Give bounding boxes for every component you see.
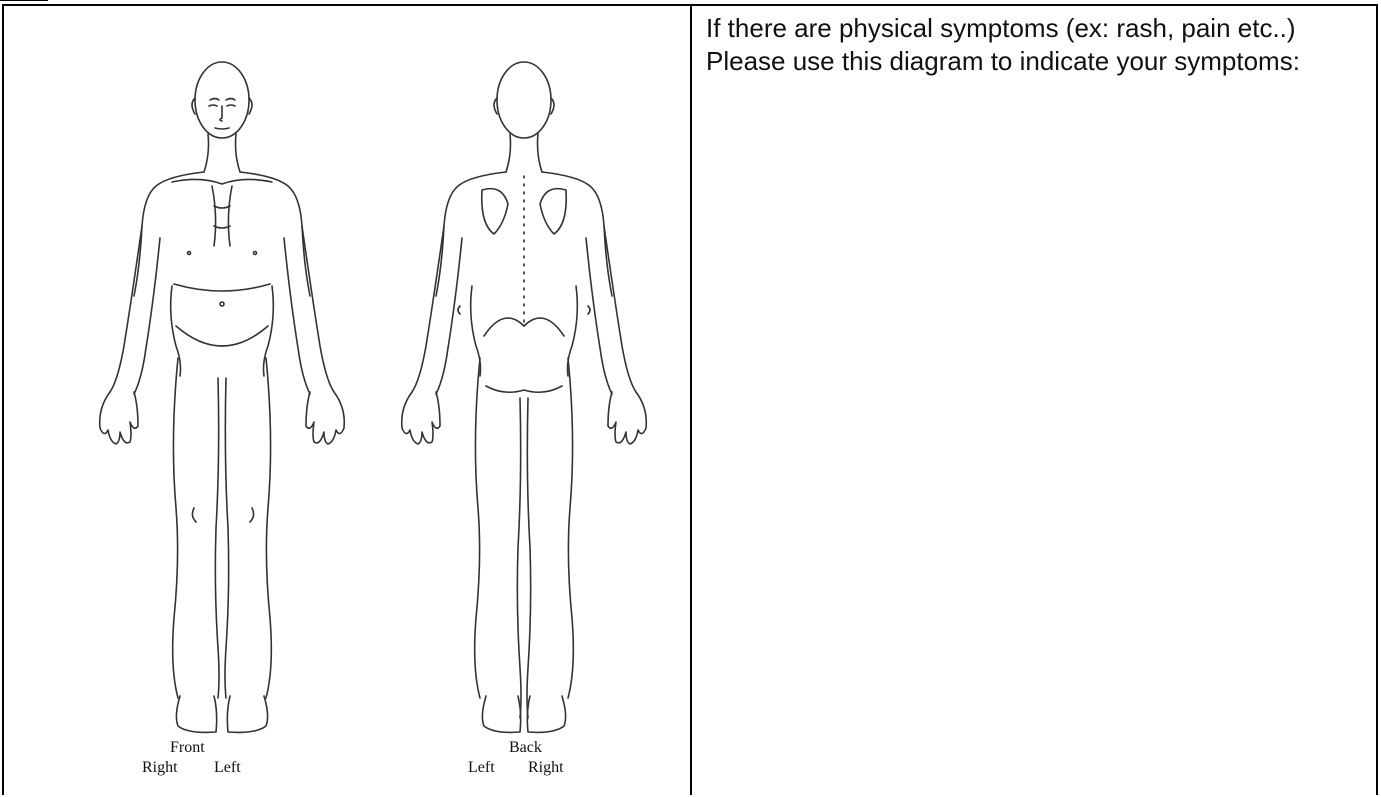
back-body-outline xyxy=(402,62,647,732)
body-diagram-cell[interactable]: Front Right Left Back Left Right xyxy=(4,6,692,795)
front-body-outline xyxy=(100,62,345,732)
back-title: Back xyxy=(509,738,542,757)
instructions-cell: If there are physical symptoms (ex: rash… xyxy=(692,6,1376,795)
front-left-label: Left xyxy=(214,758,241,777)
front-title: Front xyxy=(170,738,205,757)
symptom-form-table: Front Right Left Back Left Right If ther… xyxy=(2,4,1378,795)
front-right-label: Right xyxy=(142,758,178,777)
back-left-label: Left xyxy=(468,758,495,777)
instructions-line-2: Please use this diagram to indicate your… xyxy=(706,45,1364,78)
body-diagram-image[interactable] xyxy=(4,6,690,797)
instructions-line-1: If there are physical symptoms (ex: rash… xyxy=(706,12,1364,45)
back-right-label: Right xyxy=(528,758,564,777)
